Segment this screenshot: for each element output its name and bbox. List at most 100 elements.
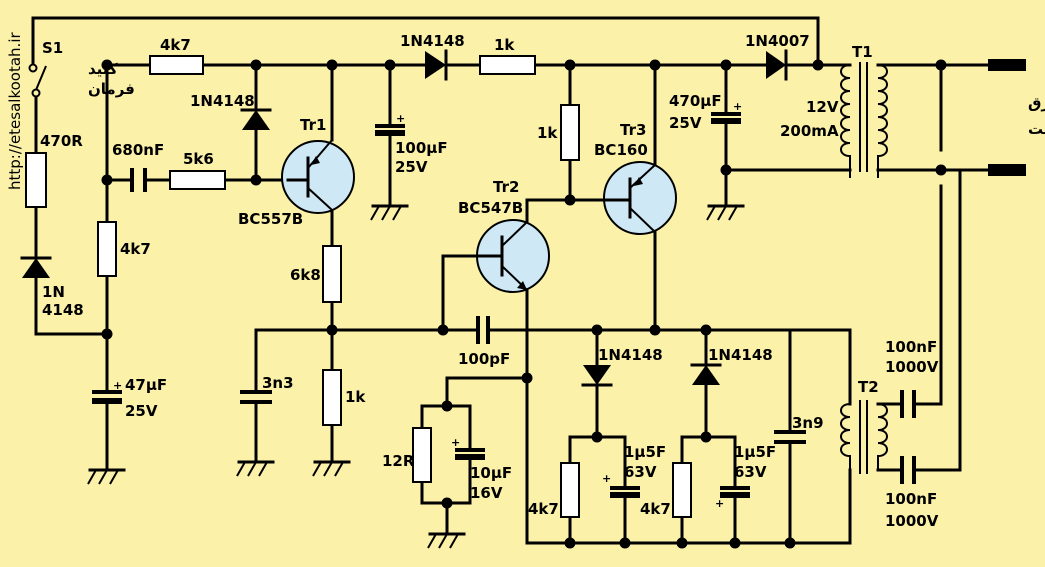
resistor-4k7-b1 [560,462,580,518]
plus-sign: + [396,112,405,125]
diode-tr1 [240,108,272,130]
label-100uf: 100µF [395,139,448,157]
resistor-470r [25,152,47,208]
cap-3n3 [240,390,272,404]
switch-ref-label: S1 [42,39,63,57]
label-3n9: 3n9 [792,414,824,432]
label-diode-left-1: 1N [42,283,65,301]
label-100nf-a: 100nF [885,338,937,356]
transformer-t1 [840,62,888,178]
label-bc547b: BC547B [458,199,523,217]
resistor-5k6 [169,170,226,190]
label-100nf-a-v: 1000V [885,358,939,376]
mains-terminal [988,59,1026,71]
resistor-6k8 [322,245,342,303]
label-5k6: 5k6 [183,150,214,168]
mains-plugs [988,59,1026,176]
cap-1u5f-a [610,486,640,498]
label-t1: T1 [852,43,873,61]
transistor-tr1 [281,139,355,214]
capacitors: + + + + + + [92,100,916,510]
label-tr3: Tr3 [620,121,646,139]
label-470uf: 470µF [669,92,722,110]
diode-left [20,256,52,278]
label-200ma: 200mA [780,122,839,140]
label-100uf-v: 25V [395,158,428,176]
label-100nf-b-v: 1000V [885,512,939,530]
label-4k7-top: 4k7 [160,36,191,54]
resistors [25,55,692,518]
cap-100nf-a [900,390,916,418]
mains-terminal [988,164,1026,176]
ground-icon [706,204,745,221]
ground-icon [370,204,409,221]
label-680nf: 680nF [112,141,164,159]
label-12r: 12R [382,452,415,470]
label-1k-tr3: 1k [537,124,558,142]
transformer-t2 [840,400,888,474]
plus-sign: + [602,472,611,485]
component-labels: http://etesalkootah.ir 470R 1N 4148 4k7 … [6,32,1045,530]
label-1k-top: 1k [494,36,515,54]
label-bc557b: BC557B [238,210,303,228]
plus-sign: + [733,100,742,113]
resistor-1k-top [479,55,536,75]
label-tr1: Tr1 [300,116,326,134]
label-1u5f-a: 1µ5F [624,443,666,461]
website-url: http://etesalkootah.ir [6,32,24,190]
cap-100uf [375,124,405,136]
cap-3n9 [774,430,806,444]
wires [31,16,992,545]
junction-dots [101,59,947,549]
label-1n4007: 1N4007 [745,32,810,50]
resistor-1k-tr3 [560,104,580,161]
cap-680nf [130,168,147,192]
diode-top [425,49,448,81]
plus-sign: + [451,436,460,449]
switch-label-line2: فرمان [88,80,135,98]
diode-bottom1 [581,365,613,387]
resistor-12r [412,427,432,483]
label-1u5f-b-v: 63V [734,463,767,481]
label-tr2: Tr2 [493,178,519,196]
ground-icon [427,532,466,549]
label-47uf: 47µF [125,376,167,394]
diode-1n4007 [766,49,788,81]
mains-label-line1: به برق [1028,94,1045,112]
diodes [20,49,788,387]
ground-icon [236,460,275,477]
ground-icon [87,468,126,485]
label-bc160: BC160 [594,141,648,159]
cap-470uf [711,112,741,124]
label-1n4148-b2: 1N4148 [708,346,773,364]
label-3n3: 3n3 [262,374,294,392]
ground-icon [312,460,351,477]
cap-10uf [455,448,485,460]
label-diode-left-2: 4148 [42,301,84,319]
label-47uf-v: 25V [125,402,158,420]
label-470uf-v: 25V [669,114,702,132]
label-4k7-left: 4k7 [120,240,151,258]
label-6k8: 6k8 [290,266,321,284]
label-4k7-b1: 4k7 [528,500,559,518]
label-1u5f-a-v: 63V [624,463,657,481]
label-100nf-b: 100nF [885,490,937,508]
label-1k-bottom: 1k [345,388,366,406]
plus-sign: + [113,379,122,392]
label-1n4148-b1: 1N4148 [598,346,663,364]
resistor-4k7-left [97,221,117,277]
plus-sign: + [715,497,724,510]
label-470r: 470R [40,132,83,150]
resistor-4k7-b2 [672,462,692,518]
label-12v: 12V [806,98,839,116]
label-t2: T2 [858,378,879,396]
mains-label-line2: ۲۲۰ولت [1028,120,1045,138]
label-10uf: 10µF [470,464,512,482]
transistor-tr2 [476,219,550,293]
cap-100nf-b [900,456,916,484]
diode-bottom2 [690,363,722,385]
label-1n4148-top: 1N4148 [400,32,465,50]
label-1u5f-b: 1µ5F [734,443,776,461]
cap-47uf [92,390,122,404]
